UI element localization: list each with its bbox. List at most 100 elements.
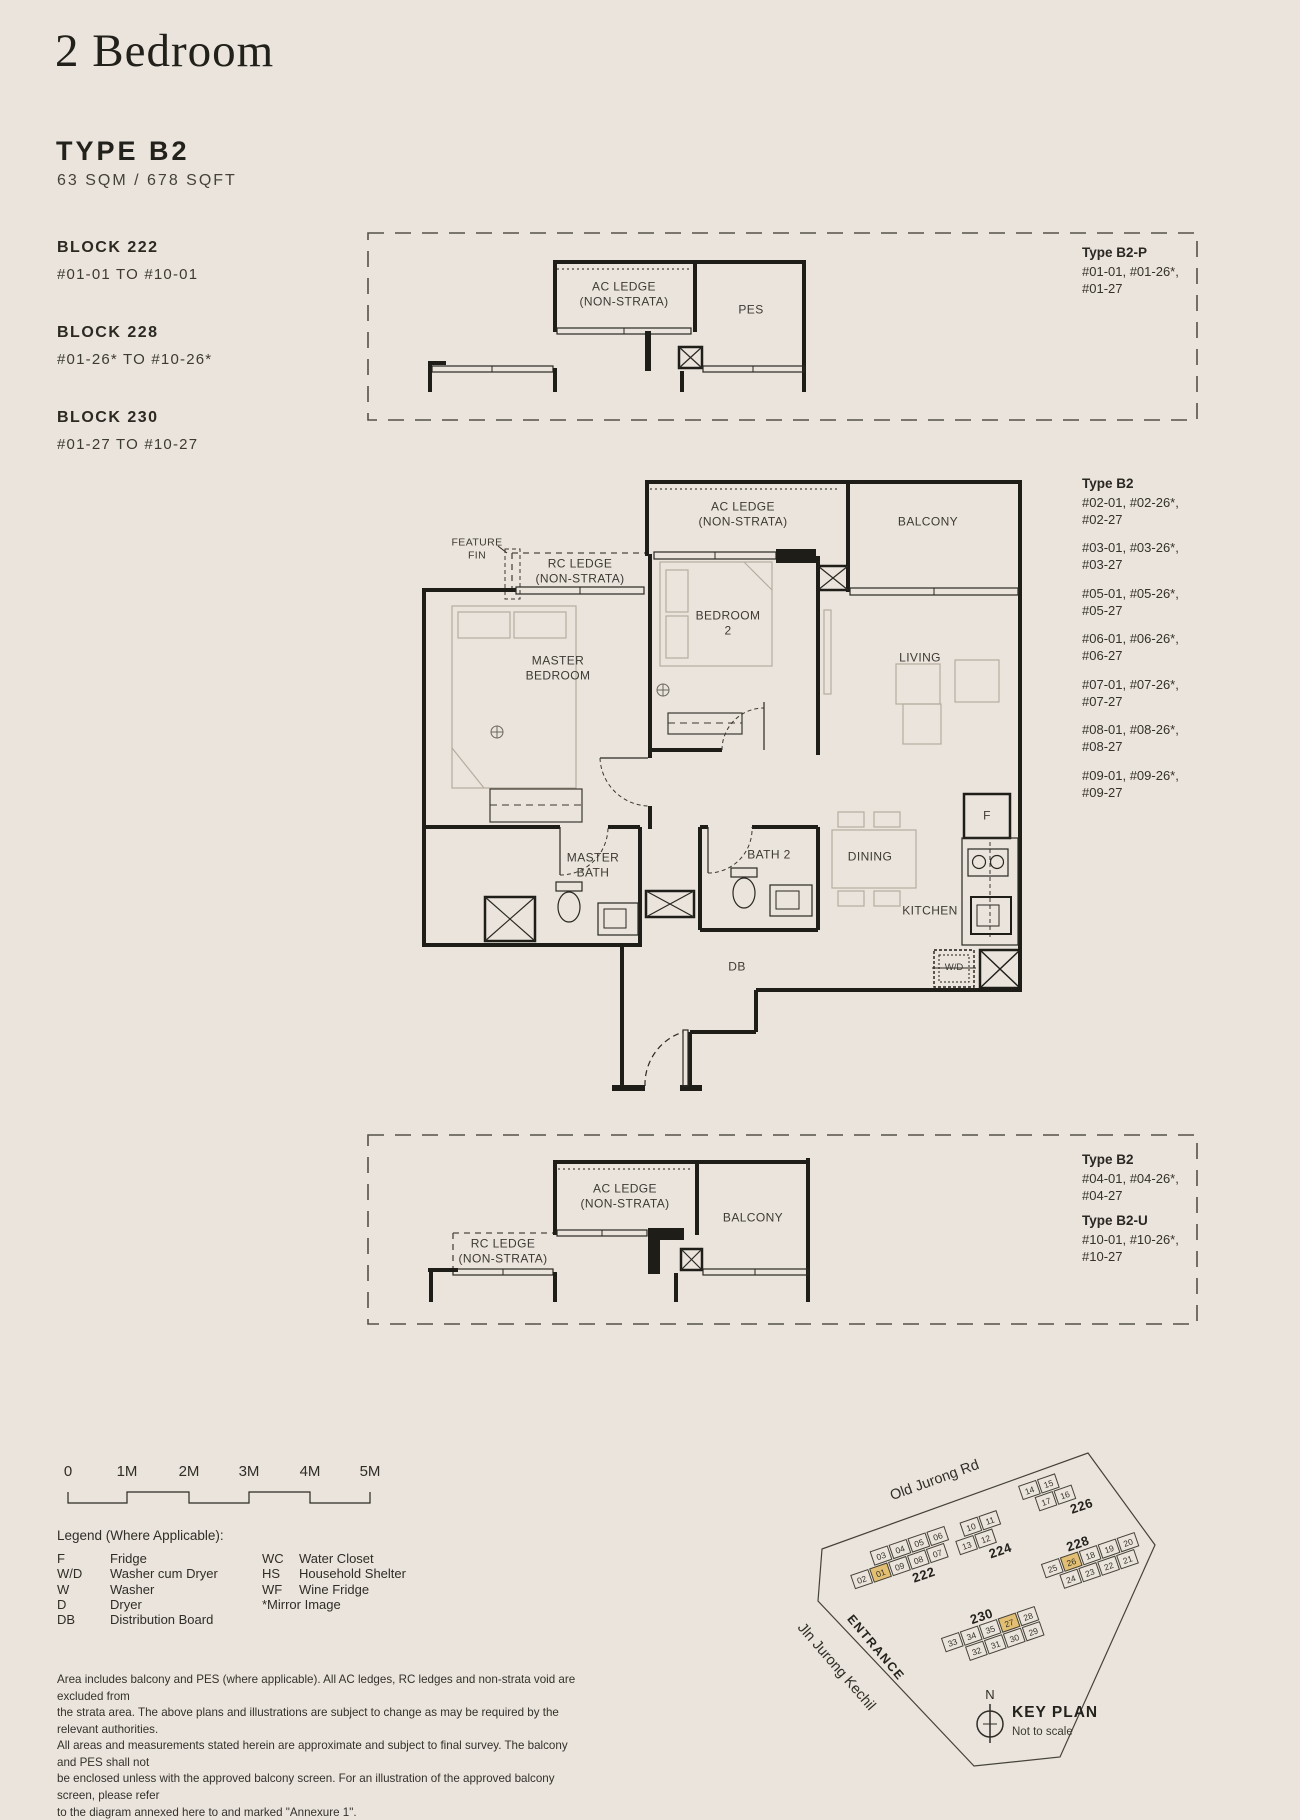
block-name: BLOCK 230 <box>57 409 159 426</box>
legend-code: W/D <box>57 1566 83 1582</box>
room-label-balcony: BALCONY <box>897 514 959 529</box>
toilet-icon <box>730 867 758 909</box>
legend-right-column: WC Water Closet HS Household Shelter WF Win… <box>262 1551 406 1612</box>
toilet-icon <box>555 881 583 923</box>
legend-left-column: F Fridge W/D Washer cum Dryer W Washer D Dry… <box>57 1551 218 1627</box>
unit-numbers: #02-01, #02-26*, #02-27 <box>1082 495 1179 528</box>
room-label-pes: PES <box>738 302 764 317</box>
unit-type-heading: TYPE B2 <box>56 136 190 166</box>
downlight-icon <box>490 683 670 739</box>
ac-unit-icon <box>677 345 704 370</box>
wardrobe <box>489 788 583 823</box>
label-wd: W/D <box>944 961 964 973</box>
shower-icon <box>483 895 537 943</box>
unit-numbers: #01-01, #01-26*, #01-27 <box>1082 264 1179 297</box>
legend-code: D <box>57 1596 67 1612</box>
legend-heading: Legend (Where Applicable): <box>57 1528 224 1543</box>
room-label-bath2: BATH 2 <box>747 847 791 862</box>
unit-type-label: Type B2-U <box>1082 1213 1148 1228</box>
keyplan-title: KEY PLAN <box>1012 1704 1099 1721</box>
unit-type-label: Type B2 <box>1082 476 1134 491</box>
compass-icon <box>976 1704 1004 1743</box>
legend-label: Household Shelter <box>299 1566 406 1582</box>
ac-unit-icon <box>978 948 1022 990</box>
legend-code: F <box>57 1551 65 1566</box>
room-label-kitchen: KITCHEN <box>902 903 958 918</box>
washer-dryer-icon <box>932 949 976 988</box>
duct-icon <box>644 889 696 919</box>
unit-numbers: #06-01, #06-26*, #06-27 <box>1082 631 1179 664</box>
block-range: #01-27 TO #10-27 <box>57 436 199 453</box>
main-plan <box>422 480 1022 1091</box>
scale-tick: 2M <box>178 1463 200 1480</box>
unit-numbers: #10-01, #10-26*, #10-27 <box>1082 1232 1179 1265</box>
legend-code: WF <box>262 1581 283 1597</box>
room-label-master-bath: MASTER BATH <box>566 850 620 880</box>
bed2 <box>659 561 773 667</box>
unit-numbers: #03-01, #03-26*, #03-27 <box>1082 540 1179 573</box>
unit-numbers: #04-01, #04-26*, #04-27 <box>1082 1171 1179 1204</box>
unit-area: 63 SQM / 678 SQFT <box>57 172 237 189</box>
unit-numbers: #09-01, #09-26*, #09-27 <box>1082 768 1179 801</box>
wardrobe <box>667 712 743 735</box>
legend-label: Fridge <box>110 1551 147 1566</box>
legend-code: DB <box>57 1612 76 1628</box>
unit-numbers: #08-01, #08-26*, #08-27 <box>1082 722 1179 755</box>
legend-code: WC <box>262 1551 284 1566</box>
scale-tick: 3M <box>238 1463 260 1480</box>
master-bed <box>451 605 577 789</box>
block-range: #01-26* TO #10-26* <box>57 351 213 368</box>
ac-unit-icon <box>679 1247 704 1272</box>
kitchen-sink-icon <box>970 896 1012 935</box>
room-label-ac-ledge: AC LEDGE (NON-STRATA) <box>579 279 669 309</box>
unit-numbers: #05-01, #05-26*, #05-27 <box>1082 586 1179 619</box>
label-feature-fin: FEATURE FIN <box>451 536 503 562</box>
room-label-master-bedroom: MASTER BEDROOM <box>525 653 591 683</box>
room-label-bedroom2: BEDROOM 2 <box>695 608 761 638</box>
scale-tick: 0 <box>63 1463 73 1480</box>
block-name: BLOCK 222 <box>57 239 159 256</box>
keyplan-boundary <box>817 1452 1156 1767</box>
bottom-strip-plan <box>367 1134 1198 1325</box>
room-label-ac-ledge: AC LEDGE (NON-STRATA) <box>580 1181 670 1211</box>
room-label-ac-ledge: AC LEDGE (NON-STRATA) <box>698 499 788 529</box>
legend-label: Water Closet <box>299 1551 374 1566</box>
room-label-dining: DINING <box>847 849 893 864</box>
room-label-rc-ledge: RC LEDGE (NON-STRATA) <box>535 556 625 586</box>
legend-label: Distribution Board <box>110 1612 214 1628</box>
legend-label: Wine Fridge <box>299 1581 370 1597</box>
unit-type-label: Type B2 <box>1082 1152 1134 1167</box>
legend-code: HS <box>262 1566 281 1582</box>
legend-label: Washer <box>110 1581 155 1597</box>
living-furniture <box>823 609 1000 745</box>
room-label-rc-ledge: RC LEDGE (NON-STRATA) <box>458 1236 548 1266</box>
basin-icon <box>769 884 813 917</box>
feature-fin-outline <box>504 548 521 600</box>
dining-table <box>831 811 917 907</box>
hob-icon <box>967 848 1009 877</box>
disclaimer-text: Area includes balcony and PES (where app… <box>57 1673 576 1819</box>
room-label-balcony: BALCONY <box>722 1210 784 1225</box>
basin-icon <box>597 902 639 936</box>
page-title: 2 Bedroom <box>55 25 275 77</box>
scale-tick: 5M <box>359 1463 381 1480</box>
block-name: BLOCK 228 <box>57 324 159 341</box>
entrance-door <box>644 1029 689 1087</box>
ac-unit-icon <box>816 564 850 592</box>
legend-code: W <box>57 1581 70 1597</box>
scale-tick: 4M <box>299 1463 321 1480</box>
legend-label: Dryer <box>110 1596 142 1612</box>
legend-mirror-note: *Mirror Image <box>262 1596 341 1612</box>
keyplan-subtitle: Not to scale <box>1012 1726 1073 1738</box>
top-strip-plan <box>367 232 1198 421</box>
scale-bar-line <box>67 1491 371 1504</box>
label-fridge: F <box>983 808 991 823</box>
block-range: #01-01 TO #10-01 <box>57 266 199 283</box>
label-db: DB <box>728 959 746 974</box>
legend-label: Washer cum Dryer <box>110 1566 218 1582</box>
room-label-living: LIVING <box>899 650 941 665</box>
unit-numbers: #07-01, #07-26*, #07-27 <box>1082 677 1179 710</box>
compass-north-label: N <box>985 1687 995 1702</box>
